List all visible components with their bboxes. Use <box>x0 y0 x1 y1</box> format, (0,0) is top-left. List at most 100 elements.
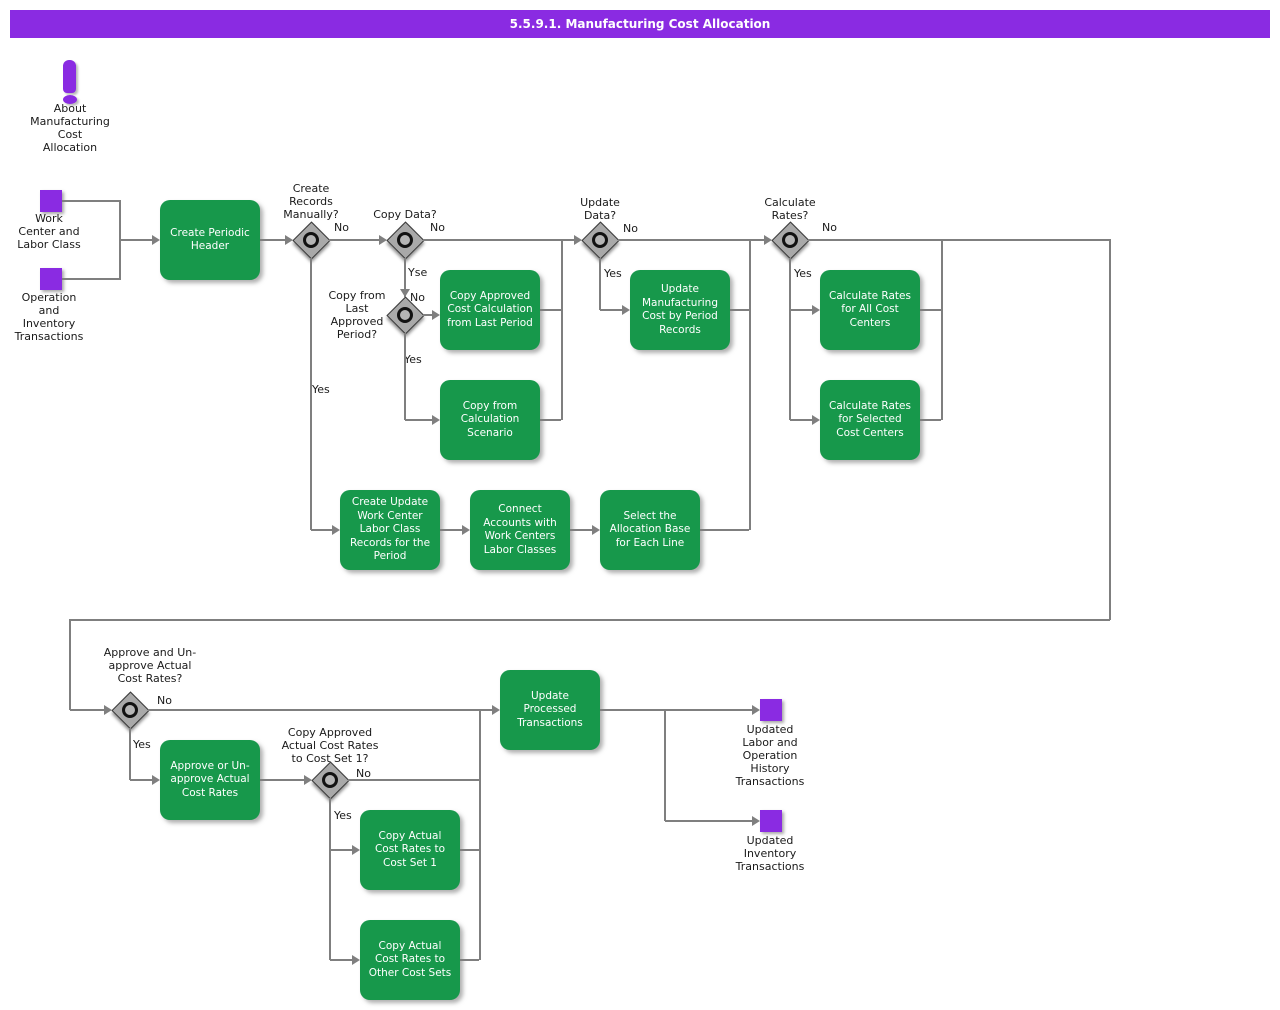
process-calculate-rates-selected[interactable]: Calculate Rates for Selected Cost Center… <box>820 380 920 460</box>
connector-line <box>310 258 312 530</box>
connector-line <box>808 239 1110 241</box>
connector-line <box>348 779 480 781</box>
connector-line <box>540 309 561 311</box>
process-label: Approve or Un- approve Actual Cost Rates <box>170 759 250 799</box>
branch-label-create-records-yes: Yes <box>312 383 330 396</box>
decision-copy-to-cost-set1[interactable] <box>311 761 350 800</box>
branch-label-copy-set1-no: No <box>356 767 371 780</box>
connector-line <box>404 333 406 420</box>
connector-line <box>479 710 481 960</box>
connector-line <box>460 959 479 961</box>
arrowhead-icon <box>104 705 112 715</box>
decision-circle-icon <box>322 772 338 788</box>
arrowhead-icon <box>379 235 387 245</box>
arrowhead-icon <box>752 816 760 826</box>
connector-line <box>599 258 601 310</box>
process-label: Copy Actual Cost Rates to Cost Set 1 <box>374 829 446 869</box>
decision-create-records-manually[interactable] <box>292 221 331 260</box>
arrowhead-icon <box>304 775 312 785</box>
decision-copy-last-approved-period[interactable] <box>386 296 425 335</box>
connector-line <box>405 419 432 421</box>
branch-label-approve-rates-no: No <box>157 694 172 707</box>
connector-line <box>920 419 941 421</box>
process-connect-accounts[interactable]: Connect Accounts with Work Centers Labor… <box>470 490 570 570</box>
about-exclamation-icon-dot[interactable] <box>63 95 77 104</box>
process-copy-approved-cost-calculation[interactable]: Copy Approved Cost Calculation from Last… <box>440 270 540 350</box>
decision-label-copy-to-set1: Copy Approved Actual Cost Rates to Cost … <box>281 726 379 765</box>
connector-line <box>941 240 943 420</box>
branch-label-update-data-yes: Yes <box>604 267 622 280</box>
connector-line <box>540 419 561 421</box>
connector-line <box>62 278 120 280</box>
connector-line <box>561 240 563 420</box>
data-node-updated-inventory[interactable] <box>760 810 782 832</box>
title-bar: 5.5.9.1. Manufacturing Cost Allocation <box>10 10 1270 38</box>
arrowhead-icon <box>332 525 340 535</box>
process-copy-from-calculation-scenario[interactable]: Copy from Calculation Scenario <box>440 380 540 460</box>
branch-label-approve-rates-yes: Yes <box>133 738 151 751</box>
data-node-operation-inventory-label: Operation and Inventory Transactions <box>14 291 84 343</box>
connector-line <box>600 709 752 711</box>
connector-line <box>665 820 752 822</box>
process-update-manufacturing-cost[interactable]: Update Manufacturing Cost by Period Reco… <box>630 270 730 350</box>
branch-label-calculate-rates-yes: Yes <box>794 267 812 280</box>
process-select-allocation-base[interactable]: Select the Allocation Base for Each Line <box>600 490 700 570</box>
arrowhead-icon <box>400 289 410 297</box>
process-label: Create Periodic Header <box>170 226 250 253</box>
about-label: About Manufacturing Cost Allocation <box>30 102 110 154</box>
process-label: Update Manufacturing Cost by Period Reco… <box>641 283 719 336</box>
process-copy-rates-cost-set1[interactable]: Copy Actual Cost Rates to Cost Set 1 <box>360 810 460 890</box>
decision-update-data[interactable] <box>581 221 620 260</box>
data-node-operation-inventory[interactable] <box>40 268 62 290</box>
connector-line <box>130 779 152 781</box>
connector-line <box>404 258 406 297</box>
arrowhead-icon <box>352 955 360 965</box>
decision-label-calculate-rates: Calculate Rates? <box>764 196 816 222</box>
process-calculate-rates-all[interactable]: Calculate Rates for All Cost Centers <box>820 270 920 350</box>
connector-line <box>790 309 812 311</box>
connector-line <box>440 529 462 531</box>
page-title: 5.5.9.1. Manufacturing Cost Allocation <box>509 17 771 31</box>
data-node-work-center[interactable] <box>40 190 62 212</box>
process-create-periodic-header[interactable]: Create Periodic Header <box>160 200 260 280</box>
arrowhead-icon <box>812 415 820 425</box>
connector-line <box>790 419 812 421</box>
connector-line <box>120 239 152 241</box>
decision-approve-unapprove-rates[interactable] <box>111 691 150 730</box>
connector-line <box>260 239 285 241</box>
arrowhead-icon <box>492 705 500 715</box>
arrowhead-icon <box>622 305 630 315</box>
process-update-processed-transactions[interactable]: Update Processed Transactions <box>500 670 600 750</box>
branch-label-copy-data-no: No <box>430 221 445 234</box>
process-copy-rates-other-sets[interactable]: Copy Actual Cost Rates to Other Cost Set… <box>360 920 460 1000</box>
branch-label-copy-set1-yes: Yes <box>334 809 352 822</box>
connector-line <box>329 798 331 960</box>
decision-label-create-records: Create Records Manually? <box>283 182 339 221</box>
connector-line <box>600 309 622 311</box>
about-exclamation-icon[interactable] <box>63 60 76 93</box>
connector-line <box>330 849 352 851</box>
connector-line <box>70 709 104 711</box>
connector-line <box>260 779 304 781</box>
decision-copy-data[interactable] <box>386 221 425 260</box>
connector-line <box>920 309 941 311</box>
connector-line <box>423 314 432 316</box>
connector-line <box>119 200 121 280</box>
process-create-update-work-center-records[interactable]: Create Update Work Center Labor Class Re… <box>340 490 440 570</box>
connector-line <box>700 529 749 531</box>
arrowhead-icon <box>812 305 820 315</box>
decision-circle-icon <box>592 232 608 248</box>
connector-line <box>1109 239 1111 620</box>
process-label: Copy Approved Cost Calculation from Last… <box>447 289 533 329</box>
connector-line <box>329 239 379 241</box>
decision-circle-icon <box>303 232 319 248</box>
decision-label-copy-last-approved: Copy from Last Approved Period? <box>328 289 386 341</box>
branch-label-copy-last-no: No <box>410 291 425 304</box>
decision-calculate-rates[interactable] <box>771 221 810 260</box>
connector-line <box>664 710 666 821</box>
connector-line <box>618 239 764 241</box>
connector-line <box>69 619 71 710</box>
process-approve-unapprove-rates[interactable]: Approve or Un- approve Actual Cost Rates <box>160 740 260 820</box>
data-node-updated-labor[interactable] <box>760 699 782 721</box>
